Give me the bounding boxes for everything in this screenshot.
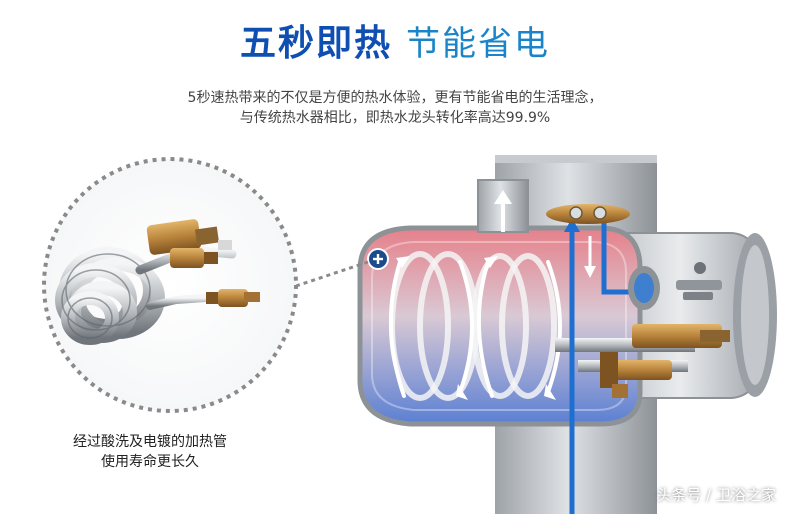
subtitle: 5秒速热带来的不仅是方便的热水体验，更有节能省电的生活理念， 与传统热水器相比，…: [0, 88, 790, 128]
headline-bold: 五秒即热: [239, 23, 392, 64]
inlet-port: [628, 266, 660, 310]
arrow-icon: [484, 256, 498, 268]
callout-connector: [295, 260, 369, 288]
arrow-icon: [584, 266, 596, 278]
valve-disc: [546, 204, 630, 224]
inset-caption-line-2: 使用寿命更长久: [101, 454, 199, 470]
subtitle-line-2: 与传统热水器相比，即热水龙头转化率高达99.9%: [239, 110, 551, 126]
brass-connectors: [600, 324, 730, 398]
subtitle-line-1: 5秒速热带来的不仅是方便的热水体验，更有节能省电的生活理念，: [187, 90, 603, 106]
outlet-pipe: [477, 179, 529, 233]
arrow-icon: [494, 190, 512, 204]
headline: 五秒即热节能省电: [0, 22, 790, 72]
headline-light: 节能省电: [406, 24, 550, 64]
heating-element-inset: [42, 157, 298, 413]
inset-caption: 经过酸洗及电镀的加热管 使用寿命更长久: [30, 432, 270, 472]
arrow-icon: [396, 256, 410, 268]
inset-caption-line-1: 经过酸洗及电镀的加热管: [73, 434, 227, 450]
arrow-icon: [564, 218, 580, 232]
arrow-icon: [544, 384, 556, 400]
watermark: 头条号 / 卫浴之家: [656, 486, 776, 504]
arrow-icon: [456, 384, 468, 400]
plus-circle-icon: [367, 248, 389, 270]
